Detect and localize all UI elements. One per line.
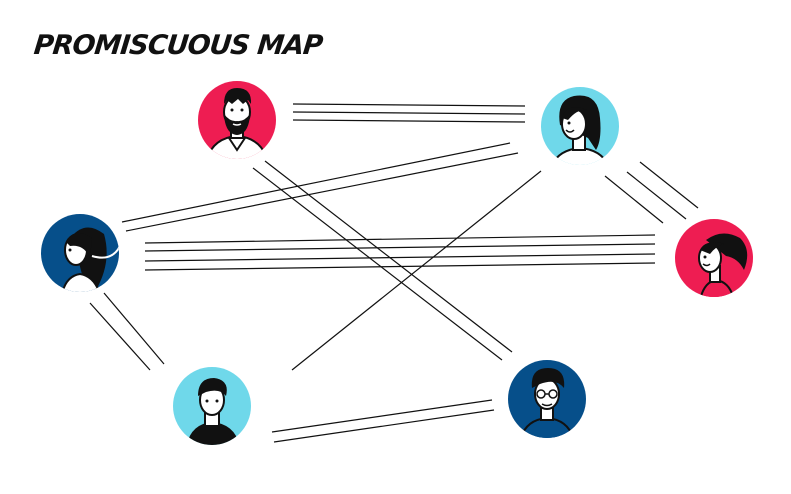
edge-woman-top-woman-left (121, 142, 519, 232)
edge-bearded-man-man-glasses (252, 160, 513, 361)
node-woman-top[interactable] (541, 87, 619, 170)
edge-bearded-man-woman-top (292, 103, 526, 123)
connection-lines (89, 103, 699, 443)
node-man-turtleneck[interactable] (173, 367, 251, 448)
node-man-glasses[interactable] (508, 360, 586, 442)
edge-woman-top-man-turtleneck (291, 170, 542, 371)
node-woman-left[interactable] (41, 214, 120, 294)
node-bearded-man[interactable] (198, 81, 276, 162)
node-woman-right[interactable] (675, 219, 753, 300)
edge-man-turtleneck-man-glasses (271, 399, 495, 443)
edge-woman-left-man-turtleneck (89, 292, 165, 371)
edge-woman-top-woman-right (604, 161, 699, 224)
edge-woman-left-woman-right (144, 234, 656, 271)
